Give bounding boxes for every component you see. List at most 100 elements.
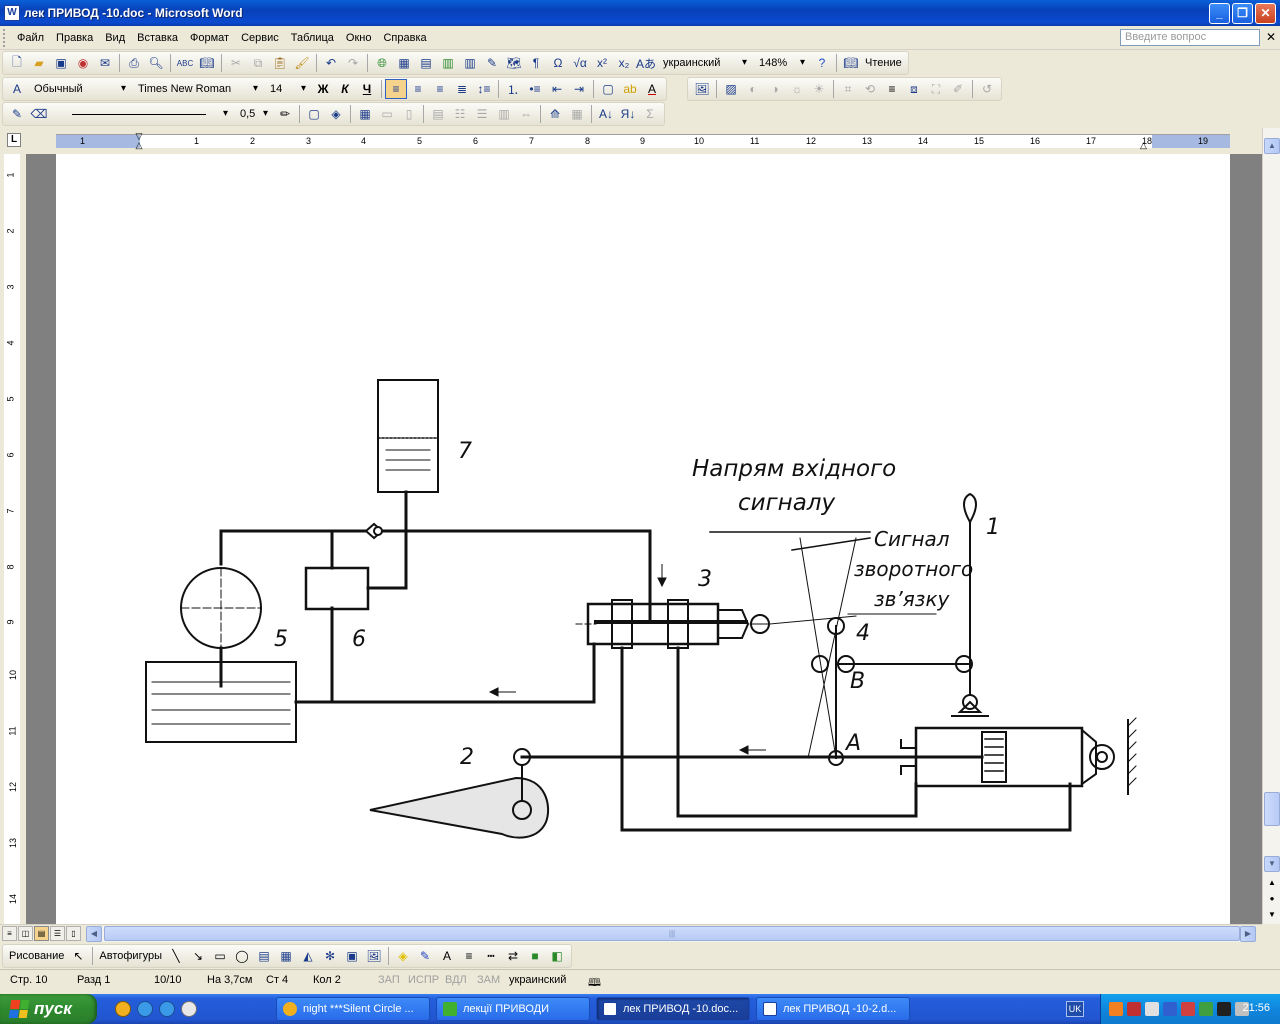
rectangle-tool-icon[interactable]: ▭ [214,949,226,963]
less-contrast-icon[interactable]: ◑ [771,82,779,96]
insert-image-icon[interactable]: 🖼︎ [366,949,382,963]
print-icon[interactable]: ⎙ [129,55,139,70]
status-rec[interactable]: ЗАП [378,974,400,986]
drawing-icon[interactable]: ✎ [486,56,498,70]
hydraulic-drive-scheme[interactable]: 7 5 6 3 4 B A 1 2 Напрям вхідного сигнал… [56,154,1230,924]
hyperlink-icon[interactable]: 🌐︎ [377,55,387,70]
superscript-icon[interactable]: x² [597,56,607,70]
paste-icon[interactable]: 📋︎ [272,56,288,70]
status-trk[interactable]: ИСПР [408,974,440,986]
equation-icon[interactable]: √α [573,56,587,70]
merge-cells-icon[interactable]: ▭ [381,107,393,121]
draw-table-icon[interactable]: ✎ [11,107,23,121]
status-ovr[interactable]: ЗАМ [477,974,501,986]
distribute-rows-icon[interactable]: ☷ [454,107,466,121]
line-style-icon[interactable]: ≡ [888,82,896,96]
reset-picture-icon[interactable]: ↺ [981,82,993,96]
menu-help[interactable]: Справка [383,31,427,44]
eraser-icon[interactable]: ⌫ [30,107,48,121]
table-autofit-icon[interactable]: ⇔ [520,107,532,121]
picture-tool-icon[interactable]: ▣ [346,949,358,963]
heading-rows-icon[interactable]: ▦ [571,107,583,121]
cut-icon[interactable]: ✂ [230,56,242,70]
fill-color-icon[interactable]: ◈ [398,949,408,963]
autoformat-icon[interactable]: ▥ [498,107,510,121]
line-weight-icon[interactable]: ≡ [465,949,473,963]
text-wrap-icon[interactable]: ⛶ [931,81,941,96]
bold-button[interactable]: Ж [317,82,329,96]
more-brightness-icon[interactable]: ☼ [791,82,803,96]
tray-sync-icon[interactable] [1163,1002,1177,1016]
permission-icon[interactable]: ◉ [77,56,89,70]
minimize-button[interactable]: _ [1209,3,1230,24]
autoshapes-menu-button[interactable]: Автофигуры [99,950,162,962]
3d-style-icon[interactable]: ◧ [551,949,563,963]
print-view-icon[interactable]: ▤ [34,926,49,941]
copy-icon[interactable]: ⧉ [253,55,263,70]
taskbar-item-folder[interactable]: лекції ПРИВОДИ [436,997,590,1021]
menu-table[interactable]: Таблица [290,31,334,44]
taskbar-item-word-2[interactable]: лек ПРИВОД -10-2.d... [756,997,910,1021]
horizontal-scroll-thumb[interactable]: ||| [104,926,1240,941]
horizontal-ruler[interactable]: L 1 1 2 3 4 5 6 7 8 9 10 11 12 13 14 15 … [0,128,1280,154]
oval-tool-icon[interactable]: ◯ [235,949,249,963]
menu-insert[interactable]: Вставка [137,31,179,44]
document-page[interactable]: 7 5 6 3 4 B A 1 2 Напрям вхідного сигнал… [56,154,1230,924]
language-icon[interactable]: Aあ [635,56,656,71]
reading-view-icon[interactable]: ▯ [66,926,81,941]
border-color-icon[interactable]: ✏ [279,107,291,121]
scroll-left-icon[interactable]: ◀ [86,926,102,942]
read-button[interactable]: Чтение [865,57,902,69]
underline-button[interactable]: Ч [362,82,372,96]
tables-borders-icon[interactable]: ▦ [398,56,410,70]
numbering-icon[interactable]: ⒈ [506,82,519,97]
spelling-icon[interactable]: ABC [176,58,194,68]
taskbar-item-word-active[interactable]: лек ПРИВОД -10.doc... [596,997,750,1021]
menu-view[interactable]: Вид [105,31,126,44]
menu-window[interactable]: Окно [345,31,372,44]
insert-table-menu-icon[interactable]: ▦ [359,107,371,121]
insert-table-icon[interactable]: ▤ [420,56,432,70]
redo-icon[interactable]: ↷ [347,56,359,70]
help-icon[interactable]: ? [818,56,826,70]
line-style-select[interactable] [52,105,232,123]
line-tool-icon[interactable]: ╲ [172,949,180,963]
arrow-style-icon[interactable]: ⇄ [507,949,519,963]
compress-icon[interactable]: ⧈ [910,81,918,96]
internet-explorer-icon[interactable] [137,1001,153,1017]
select-objects-icon[interactable]: ↖ [73,949,84,963]
arrow-tool-icon[interactable]: ↘ [192,949,204,963]
tray-mouse-icon[interactable] [1145,1002,1159,1016]
email-icon[interactable]: ✉ [99,56,111,70]
browser-icon[interactable] [159,1001,175,1017]
split-cells-icon[interactable]: ▯ [405,107,413,121]
styles-icon[interactable]: A [12,82,21,96]
outside-border-icon[interactable]: ▢ [308,107,320,121]
spelling-status-icon[interactable]: 🕮 [588,977,601,989]
document-map-icon[interactable]: 🗺︎ [506,56,522,70]
left-indent-marker[interactable]: ▽△ [135,131,143,150]
next-page-icon[interactable]: ▼ [1268,910,1276,919]
line-color-icon[interactable]: ✎ [419,949,431,963]
menu-tools[interactable]: Сервис [241,31,279,44]
status-ext[interactable]: ВДЛ [445,974,467,986]
sort-ascending-icon[interactable]: A↓ [598,107,613,121]
save-icon[interactable]: ▣ [55,56,67,70]
font-size-select[interactable]: 14 [266,80,310,98]
color-picture-icon[interactable]: ▨ [725,82,737,96]
tray-network-icon[interactable] [1127,1002,1141,1016]
align-left-icon[interactable]: ≡ [385,79,407,99]
clipart-icon[interactable]: ✻ [324,949,336,963]
text-color-icon[interactable]: A [442,949,451,963]
align-cell-icon[interactable]: ▤ [432,107,444,121]
columns-icon[interactable]: ▥ [464,56,476,70]
word-app-icon[interactable]: W [4,5,20,21]
prev-page-icon[interactable]: ▲ [1268,878,1276,887]
highlight-icon[interactable]: ab [623,82,637,96]
menu-grip[interactable] [3,28,11,47]
format-picture-icon[interactable]: ✐ [952,82,964,96]
line-spacing-icon[interactable]: ↕≡ [477,82,491,96]
shadow-style-icon[interactable]: ■ [531,949,539,963]
menu-format[interactable]: Формат [190,31,230,44]
subscript-icon[interactable]: x₂ [618,56,630,70]
